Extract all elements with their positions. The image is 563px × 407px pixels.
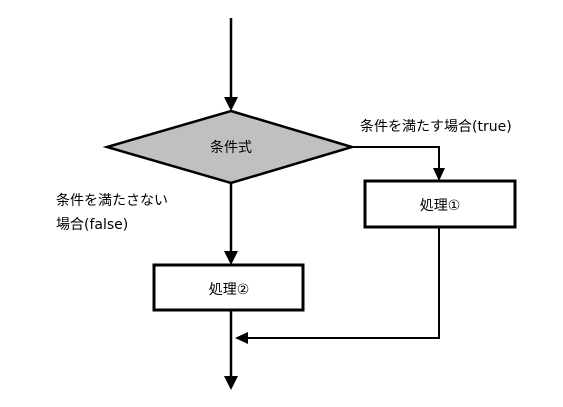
true-branch-connector (352, 146, 440, 172)
false-branch-label-line2: 場合(false) (56, 217, 128, 233)
merge-connector (246, 227, 440, 339)
true-branch-arrowhead (433, 168, 445, 181)
entry-arrowhead (224, 97, 238, 111)
process-2-box (152, 263, 305, 312)
false-branch-arrowhead (224, 251, 238, 265)
process-1-label: 処理① (420, 198, 461, 214)
true-branch-label: 条件を満たす場合(true) (360, 118, 512, 135)
false-branch-label-line1: 条件を満たさない (56, 192, 168, 209)
merge-arrowhead (235, 332, 248, 344)
exit-arrowhead (224, 376, 238, 390)
process-2-label: 処理② (209, 282, 250, 298)
process-1-box (363, 179, 517, 229)
decision-label: 条件式 (210, 139, 252, 156)
